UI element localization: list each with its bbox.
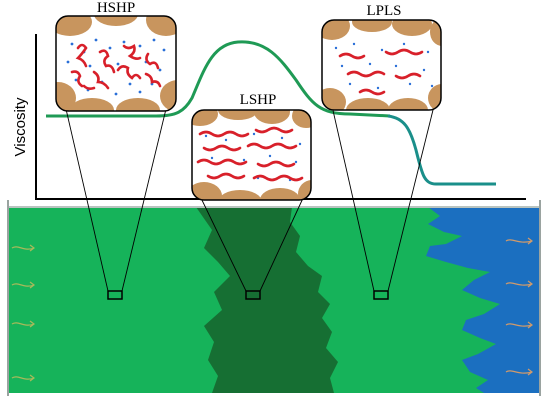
viscosity-curve-green <box>46 40 391 118</box>
reservoir-slab <box>7 200 541 396</box>
inset-lshp <box>191 109 312 201</box>
sand-grains <box>322 20 441 110</box>
inset-label-hshp: HSHP <box>97 0 135 16</box>
polymer-chains <box>196 126 304 182</box>
polymer-bank-dark-zone <box>196 207 338 393</box>
slab-top-edge <box>8 206 540 208</box>
outflow-arrows <box>505 237 533 376</box>
sample-marker-lpls <box>373 290 389 300</box>
polymer-chains <box>338 48 424 96</box>
inset-label-lpls: LPLS <box>366 3 401 19</box>
inset-label-lshp: LSHP <box>240 92 277 108</box>
ion-dots <box>334 42 434 90</box>
inset-hshp <box>55 15 177 112</box>
y-axis-label: Viscosity <box>12 97 29 156</box>
viscosity-curve-teal <box>387 114 496 186</box>
sand-grains <box>56 16 176 111</box>
ion-dots <box>204 132 302 182</box>
polymer-coils <box>70 43 162 90</box>
sample-marker-hshp <box>107 290 123 300</box>
zoom-lines <box>65 105 435 292</box>
sand-grains <box>192 110 311 200</box>
inset-lpls <box>321 19 442 111</box>
water-breakthrough-zone <box>426 207 540 393</box>
sample-marker-lshp <box>245 290 261 300</box>
inflow-arrows <box>11 244 35 382</box>
